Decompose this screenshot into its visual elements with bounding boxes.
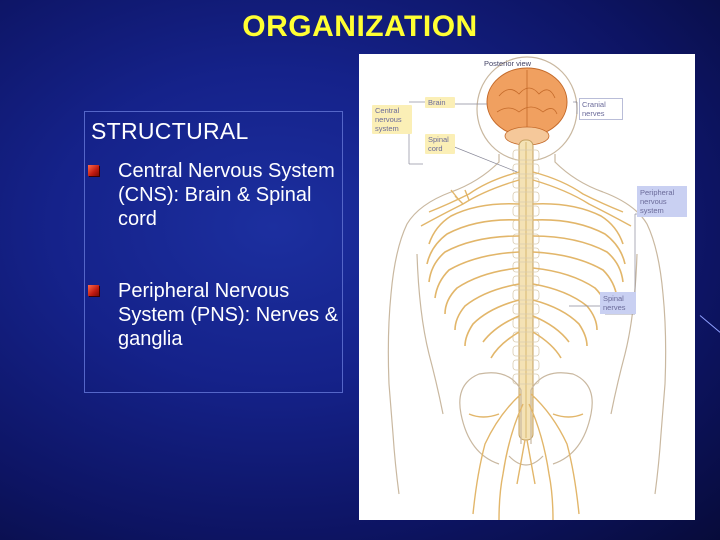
bullet-text: Central Nervous System (CNS): Brain & Sp… (118, 160, 335, 230)
spinal-nerves-label: Spinal nerves (600, 292, 636, 314)
bullet-square-icon (88, 285, 99, 296)
pns-label: Peripheral nervous system (637, 186, 687, 217)
bullet-square-icon (88, 165, 99, 176)
nervous-system-diagram: Posterior view Central nervous system Br… (359, 54, 695, 521)
cns-label: Central nervous system (372, 105, 412, 134)
brain-label: Brain (425, 97, 455, 108)
spinal-cord-label: Spinal cord (425, 134, 455, 154)
bullet-text: Peripheral Nervous System (PNS): Nerves … (118, 280, 339, 350)
content-box: STRUCTURAL Central Nervous System (CNS):… (84, 111, 343, 393)
slide-title: ORGANIZATION (242, 10, 478, 43)
cranial-nerves-label: Cranial nerves (579, 98, 623, 120)
section-heading: STRUCTURAL (91, 118, 249, 144)
figure-view-label: Posterior view (484, 59, 532, 68)
anatomy-illustration (387, 56, 667, 521)
decorative-line (699, 315, 720, 334)
